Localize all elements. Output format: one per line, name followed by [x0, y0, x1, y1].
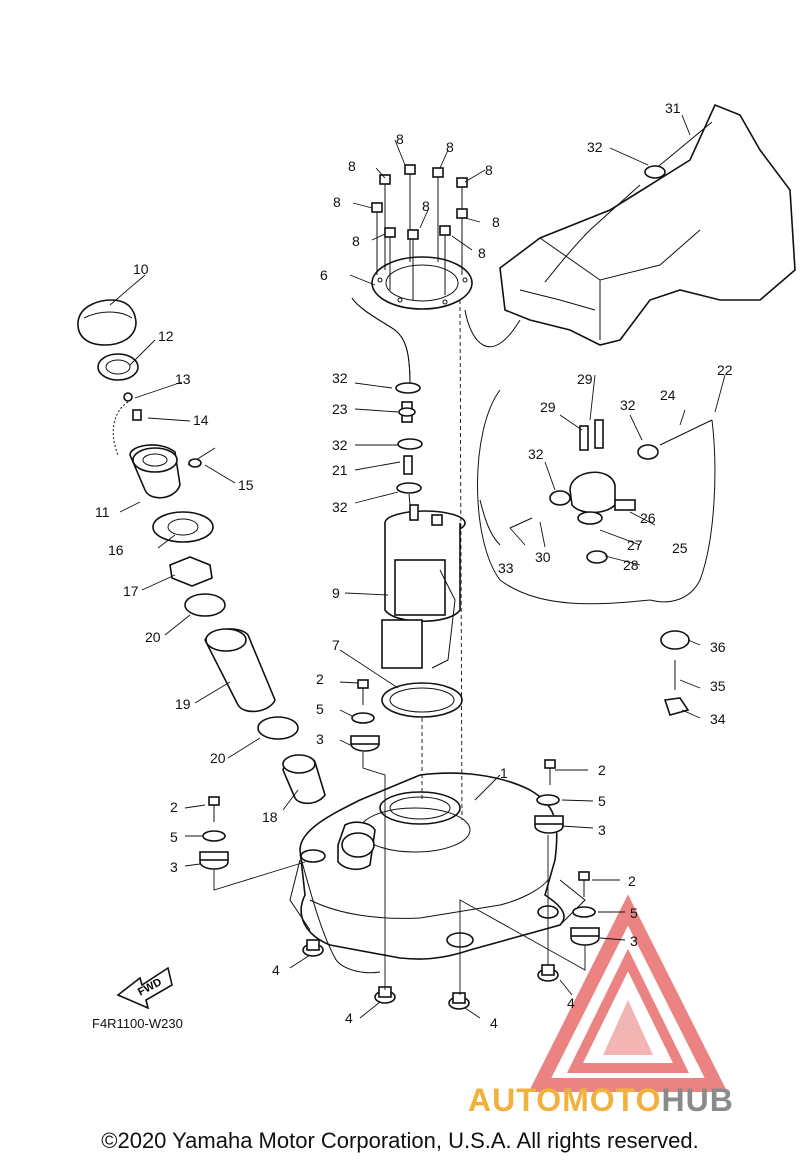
callout-2: 2 [316, 671, 324, 687]
callout-32: 32 [332, 499, 348, 515]
vent-assembly [464, 309, 716, 716]
callout-30: 30 [535, 549, 551, 565]
callout-3: 3 [630, 933, 638, 949]
watermark-logo [528, 894, 728, 1092]
callout-3: 3 [598, 822, 606, 838]
callout-33: 33 [498, 560, 514, 576]
pump-gasket [381, 682, 463, 800]
callout-19: 19 [175, 696, 191, 712]
callout-8: 8 [352, 233, 360, 249]
callout-2: 2 [170, 799, 178, 815]
callout-3: 3 [170, 859, 178, 875]
callout-5: 5 [630, 905, 638, 921]
callout-5: 5 [598, 793, 606, 809]
callout-4: 4 [567, 995, 575, 1011]
callout-17: 17 [123, 583, 139, 599]
callout-3: 3 [316, 731, 324, 747]
callout-20: 20 [145, 629, 161, 645]
callout-24: 24 [660, 387, 676, 403]
callout-4: 4 [272, 962, 280, 978]
fuel-pump-module [381, 504, 466, 669]
diagram-code: F4R1100-W230 [92, 1016, 183, 1031]
callout-29: 29 [540, 399, 556, 415]
callout-2: 2 [598, 762, 606, 778]
callout-4: 4 [490, 1015, 498, 1031]
callout-8: 8 [492, 214, 500, 230]
callout-14: 14 [193, 412, 209, 428]
callout-26: 26 [640, 510, 656, 526]
leader-lines [109, 114, 726, 1019]
callout-8: 8 [485, 162, 493, 178]
callout-8: 8 [446, 139, 454, 155]
callout-8: 8 [396, 131, 404, 147]
cover-bolts [371, 164, 468, 300]
callout-15: 15 [238, 477, 254, 493]
callout-21: 21 [332, 462, 348, 478]
callout-25: 25 [672, 540, 688, 556]
watermark-text: AUTOMOTOHUB [468, 1082, 734, 1119]
callout-32: 32 [332, 370, 348, 386]
callout-5: 5 [170, 829, 178, 845]
callout-32: 32 [587, 139, 603, 155]
callout-13: 13 [175, 371, 191, 387]
frame-section [499, 103, 796, 346]
fuel-hose-assembly [351, 297, 423, 506]
callout-27: 27 [627, 537, 643, 553]
callout-4: 4 [345, 1010, 353, 1026]
callout-34: 34 [710, 711, 726, 727]
watermark-text-part2: HUB [661, 1082, 734, 1118]
callout-22: 22 [717, 362, 733, 378]
copyright-notice: ©2020 Yamaha Motor Corporation, U.S.A. A… [101, 1128, 699, 1153]
callout-12: 12 [158, 328, 174, 344]
callout-2: 2 [628, 873, 636, 889]
callout-29: 29 [577, 371, 593, 387]
callout-28: 28 [623, 557, 639, 573]
callout-8: 8 [478, 245, 486, 261]
fwd-arrow [116, 966, 173, 1010]
callout-36: 36 [710, 639, 726, 655]
callout-7: 7 [332, 637, 340, 653]
callout-32: 32 [332, 437, 348, 453]
callout-9: 9 [332, 585, 340, 601]
callout-32: 32 [528, 446, 544, 462]
callout-10: 10 [133, 261, 149, 277]
fuel-tank [289, 772, 586, 974]
callout-8: 8 [422, 198, 430, 214]
mount-hardware [199, 679, 600, 995]
callout-32: 32 [620, 397, 636, 413]
callout-6: 6 [320, 267, 328, 283]
pump-retainer-ring [371, 256, 473, 821]
callout-8: 8 [348, 158, 356, 174]
filler-assembly [77, 299, 326, 805]
watermark-text-part1: AUTOMOTO [468, 1082, 662, 1118]
callout-20: 20 [210, 750, 226, 766]
callout-labels: 1 2 2 2 2 3 3 3 3 4 4 4 4 5 5 5 5 6 7 8 … [95, 100, 733, 1031]
fuel-tank-exploded-diagram: FWD 1 2 2 2 2 3 3 3 3 4 4 4 4 5 5 5 5 6 … [77, 100, 796, 1092]
callout-23: 23 [332, 401, 348, 417]
callout-1: 1 [500, 765, 508, 781]
callout-8: 8 [333, 194, 341, 210]
callout-11: 11 [95, 504, 110, 520]
callout-35: 35 [710, 678, 726, 694]
callout-18: 18 [262, 809, 278, 825]
callout-5: 5 [316, 701, 324, 717]
callout-16: 16 [108, 542, 124, 558]
callout-31: 31 [665, 100, 681, 116]
